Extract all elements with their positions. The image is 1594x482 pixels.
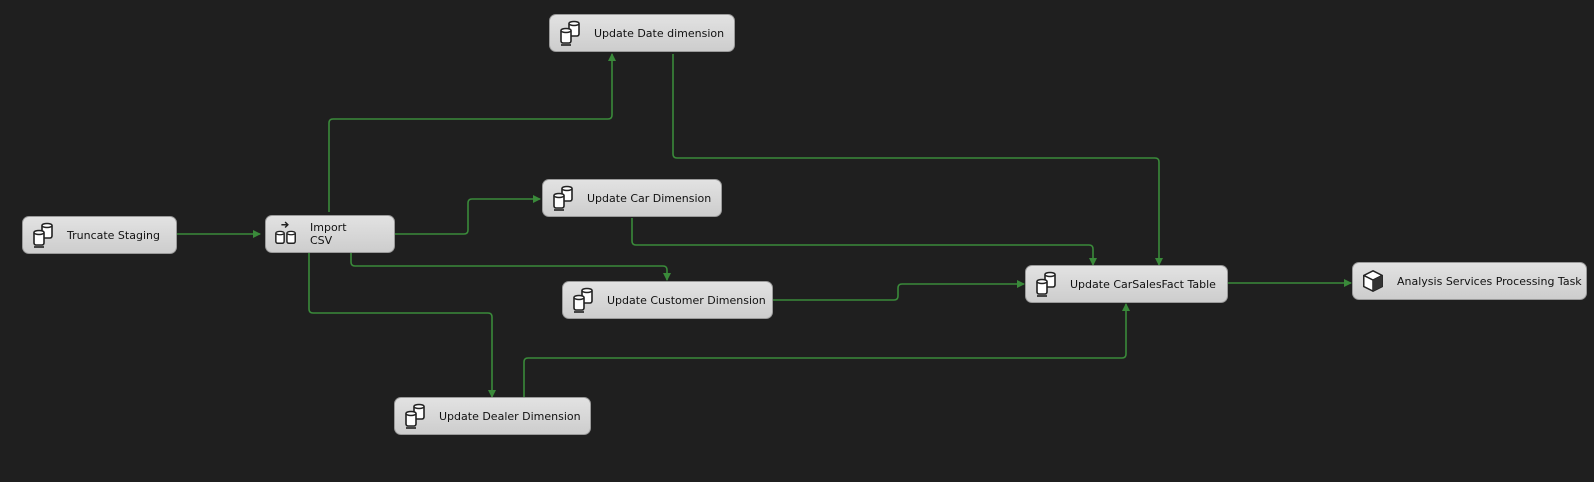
connector-import-to-car[interactable] bbox=[395, 195, 541, 235]
connector-import-to-dealer[interactable] bbox=[308, 252, 496, 398]
task-update-carsalesfact-table[interactable]: Update CarSalesFact Table bbox=[1025, 265, 1228, 303]
sql-task-icon bbox=[1034, 271, 1058, 297]
analysis-services-icon bbox=[1361, 268, 1385, 294]
task-label: Update Date dimension bbox=[594, 26, 725, 40]
task-label: Truncate Staging bbox=[67, 228, 160, 242]
task-update-customer-dimension[interactable]: Update Customer Dimension bbox=[562, 281, 773, 319]
task-label: Import CSV bbox=[310, 221, 347, 247]
task-update-dealer-dimension[interactable]: Update Dealer Dimension bbox=[394, 397, 591, 435]
connector-import-to-date[interactable] bbox=[328, 53, 616, 212]
task-truncate-staging[interactable]: Truncate Staging bbox=[22, 216, 177, 254]
sql-task-icon bbox=[558, 20, 582, 46]
connector-car-to-fact[interactable] bbox=[631, 218, 1097, 266]
task-label: Update Car Dimension bbox=[587, 191, 712, 205]
task-update-car-dimension[interactable]: Update Car Dimension bbox=[542, 179, 722, 217]
task-analysis-services-processing[interactable]: Analysis Services Processing Task bbox=[1352, 262, 1587, 300]
connector-customer-to-fact[interactable] bbox=[773, 280, 1025, 301]
task-label: Update Dealer Dimension bbox=[439, 409, 581, 423]
sql-task-icon bbox=[551, 185, 575, 211]
connector-import-to-customer[interactable] bbox=[350, 252, 671, 281]
sql-task-icon bbox=[571, 287, 595, 313]
sql-task-icon bbox=[31, 222, 55, 248]
connector-date-to-fact[interactable] bbox=[672, 54, 1163, 266]
task-import-csv[interactable]: Import CSV bbox=[265, 215, 395, 253]
task-update-date-dimension[interactable]: Update Date dimension bbox=[549, 14, 735, 52]
data-flow-task-icon bbox=[274, 221, 298, 247]
sql-task-icon bbox=[403, 403, 427, 429]
connector-dealer-to-fact[interactable] bbox=[523, 303, 1130, 397]
task-label: Update CarSalesFact Table bbox=[1070, 277, 1216, 291]
task-label: Analysis Services Processing Task bbox=[1397, 274, 1582, 288]
task-label: Update Customer Dimension bbox=[607, 293, 766, 307]
